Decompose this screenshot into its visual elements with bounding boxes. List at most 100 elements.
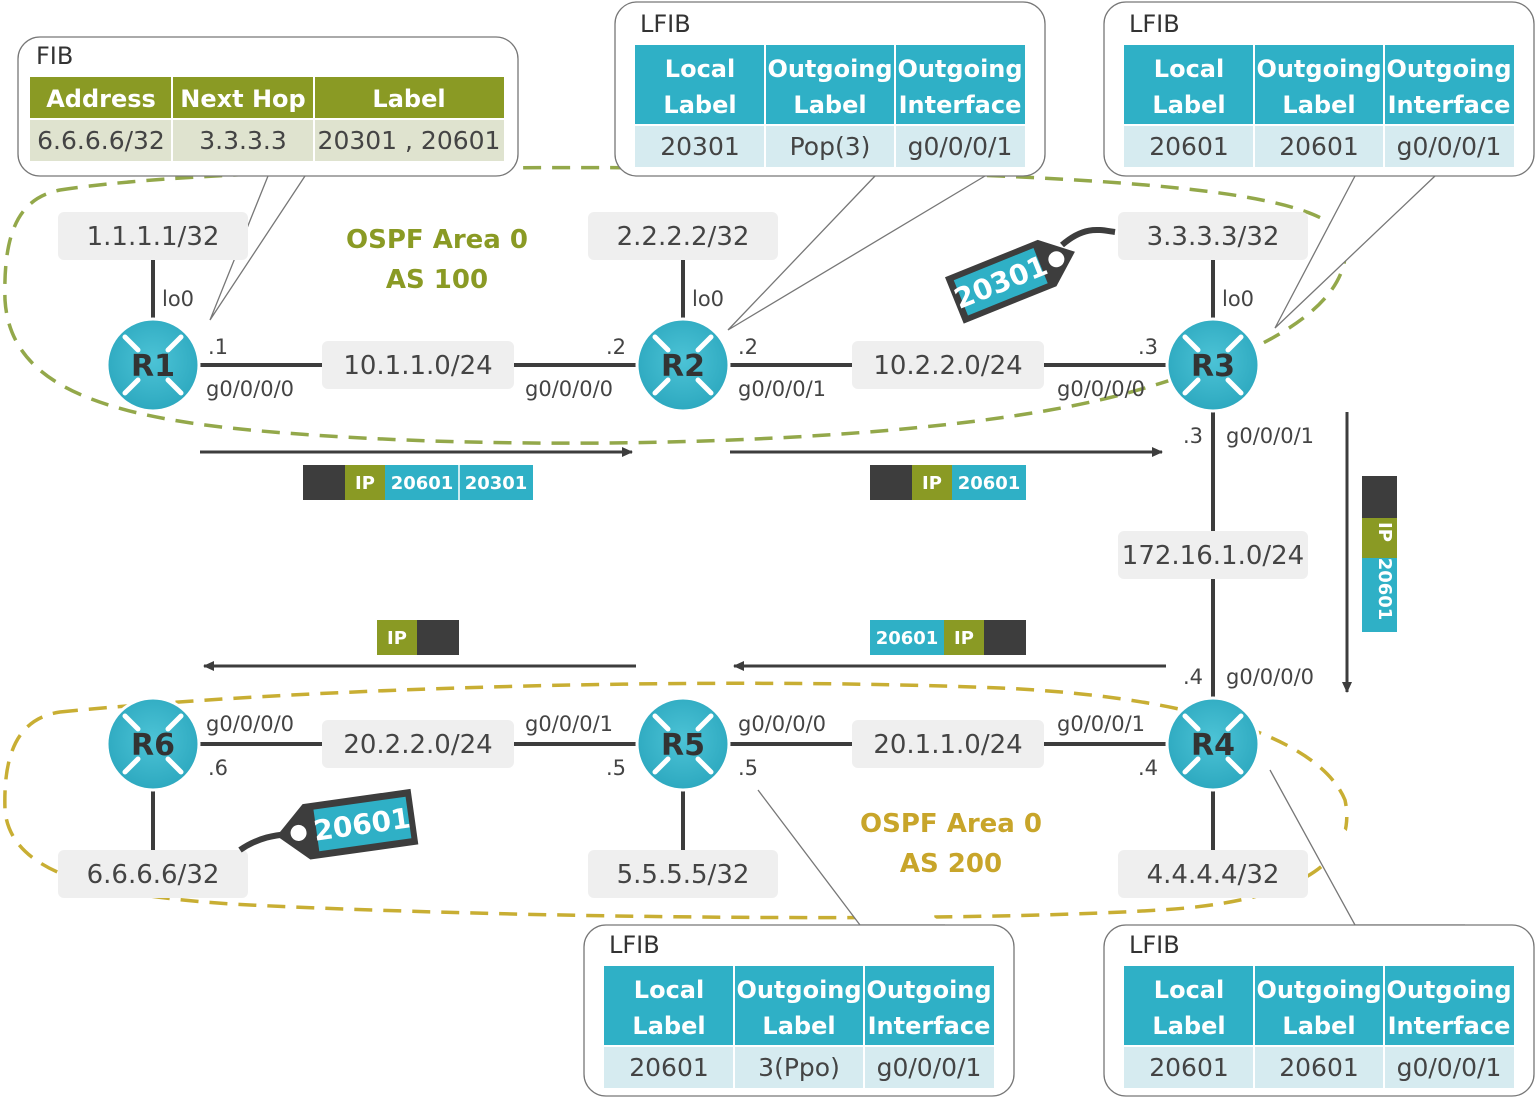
r1-interface: g0/0/0/0 [206, 377, 294, 401]
r2-right-ip-dot: .2 [738, 335, 758, 359]
lfib-r3-outif: g0/0/0/1 [1397, 132, 1502, 161]
lfib-r5-title: LFIB [609, 931, 660, 959]
lfib-r4-h1-a: Outgoing [1256, 976, 1381, 1004]
r3-left-interface: g0/0/0/0 [1057, 377, 1145, 401]
lfib-r3-callout: LFIB Local Label Outgoing Label Outgoing… [1103, 1, 1535, 177]
lfib-r4-h0-a: Local [1154, 976, 1224, 1004]
prefix-r1-loopback: 1.1.1.1/32 [87, 222, 220, 252]
lfib-r4-h1-b: Label [1282, 1012, 1355, 1040]
prefix-r6-loopback: 6.6.6.6/32 [87, 860, 220, 890]
lfib-r2-h2-a: Outgoing [897, 55, 1022, 83]
packet-label: 20601 [1374, 558, 1395, 621]
lfib-r3-h1-b: Label [1282, 91, 1355, 119]
prefix-r5-loopback: 5.5.5.5/32 [617, 860, 750, 890]
label-tag-r3: 20301 [945, 226, 1116, 324]
r2-lo0-label: lo0 [692, 287, 724, 311]
router-r6: R6 [105, 696, 201, 792]
packet-label: 20601 [391, 473, 454, 494]
lfib-r3-outlabel: 20601 [1279, 132, 1359, 161]
lfib-r5-h2-b: Interface [868, 1012, 991, 1040]
router-r2: R2 [635, 317, 731, 413]
router-r1: R1 [105, 317, 201, 413]
prefix-boxes [58, 212, 1308, 898]
router-r3-label: R3 [1191, 349, 1235, 384]
r3-left-ip-dot: .3 [1138, 335, 1158, 359]
prefix-r3-loopback: 3.3.3.3/32 [1147, 222, 1280, 252]
router-r1-label: R1 [131, 349, 175, 384]
lfib-r3-local: 20601 [1149, 132, 1229, 161]
packet-r5-r6: IP [377, 620, 459, 655]
lfib-r5-h0-b: Label [632, 1012, 705, 1040]
lfib-r5-h0-a: Local [634, 976, 704, 1004]
r2-right-interface: g0/0/0/1 [738, 377, 826, 401]
lfib-r3-h0-a: Local [1154, 55, 1224, 83]
packet-label: 20601 [876, 628, 939, 649]
r5-right-interface: g0/0/0/0 [738, 712, 826, 736]
lfib-r4-local: 20601 [1149, 1053, 1229, 1082]
packet-ip: IP [355, 473, 375, 494]
r2-left-ip-dot: .2 [606, 335, 626, 359]
r2-left-interface: g0/0/0/0 [525, 377, 613, 401]
lfib-r2-callout: LFIB Local Label Outgoing Label Outgoing… [614, 1, 1046, 177]
lfib-r4-h0-b: Label [1152, 1012, 1225, 1040]
fib-cell-label: 20301 , 20601 [318, 126, 501, 155]
router-r3: R3 [1165, 317, 1261, 413]
lfib-r4-callout: LFIB Local Label Outgoing Label Outgoing… [1103, 924, 1535, 1097]
prefix-link-r4-r5: 20.1.1.0/24 [873, 730, 1022, 760]
lfib-r4-outif: g0/0/0/1 [1397, 1053, 1502, 1082]
lfib-r2-h0-b: Label [663, 91, 736, 119]
lfib-r4-title: LFIB [1129, 931, 1180, 959]
router-arrows-icon [1182, 334, 1244, 396]
fib-header-nexthop: Next Hop [180, 85, 305, 113]
r3-down-interface: g0/0/0/1 [1226, 424, 1314, 448]
prefix-link-r2-r3: 10.2.2.0/24 [873, 351, 1022, 381]
fib-cell-nexthop: 3.3.3.3 [199, 126, 286, 155]
prefix-link-r3-r4: 172.16.1.0/24 [1122, 541, 1304, 571]
packet-label: 20601 [958, 473, 1021, 494]
lfib-r2-h0-a: Local [665, 55, 735, 83]
lfib-r3-title: LFIB [1129, 10, 1180, 38]
lfib-r5-local: 20601 [629, 1053, 709, 1082]
packet-ip: IP [954, 628, 974, 649]
fib-cell-address: 6.6.6.6/32 [37, 126, 165, 155]
router-r5-label: R5 [661, 728, 705, 763]
callout-pointers [209, 175, 1465, 926]
area-bottom-name: OSPF Area 0 [860, 809, 1042, 839]
r3-down-ip-dot: .3 [1183, 424, 1203, 448]
router-r5: R5 [635, 696, 731, 792]
router-r4: R4 [1165, 696, 1261, 792]
packet-r1-r2: IP 20601 20301 [303, 465, 533, 500]
lfib-r5-h1-a: Outgoing [736, 976, 861, 1004]
lfib-r2-title: LFIB [640, 10, 691, 38]
lfib-r5-h1-b: Label [762, 1012, 835, 1040]
r1-ip-dot: .1 [208, 335, 228, 359]
r6-ip-dot: .6 [208, 756, 228, 780]
lfib-r4-h2-b: Interface [1388, 1012, 1511, 1040]
lfib-r2-outlabel: Pop(3) [790, 132, 871, 161]
r4-up-ip-dot: .4 [1183, 665, 1203, 689]
packet-label: 20301 [465, 473, 528, 494]
r4-up-interface: g0/0/0/0 [1226, 665, 1314, 689]
r5-left-ip-dot: .5 [606, 756, 626, 780]
router-arrows-icon [122, 713, 184, 775]
prefix-link-r5-r6: 20.2.2.0/24 [343, 730, 492, 760]
fib-callout: FIB Address Next Hop Label 6.6.6.6/32 3.… [17, 36, 519, 177]
prefix-link-r1-r2: 10.1.1.0/24 [343, 351, 492, 381]
lfib-r2-h1-b: Label [793, 91, 866, 119]
r3-lo0-label: lo0 [1222, 287, 1254, 311]
lfib-r2-h2-b: Interface [899, 91, 1022, 119]
lfib-r5-outif: g0/0/0/1 [877, 1053, 982, 1082]
router-r2-label: R2 [661, 349, 705, 384]
router-arrows-icon [1182, 713, 1244, 775]
router-arrows-icon [122, 334, 184, 396]
packet-r4-r5: 20601 IP [870, 620, 1026, 655]
router-r6-label: R6 [131, 728, 175, 763]
area-top-name: OSPF Area 0 [346, 225, 528, 255]
flow-arrows [200, 412, 1352, 693]
packet-r3-r4: IP 20601 [1362, 476, 1397, 632]
packet-r2-r3: IP 20601 [870, 465, 1026, 500]
r4-left-interface: g0/0/0/1 [1057, 712, 1145, 736]
r5-left-interface: g0/0/0/1 [525, 712, 613, 736]
lfib-r3-h2-a: Outgoing [1386, 55, 1511, 83]
